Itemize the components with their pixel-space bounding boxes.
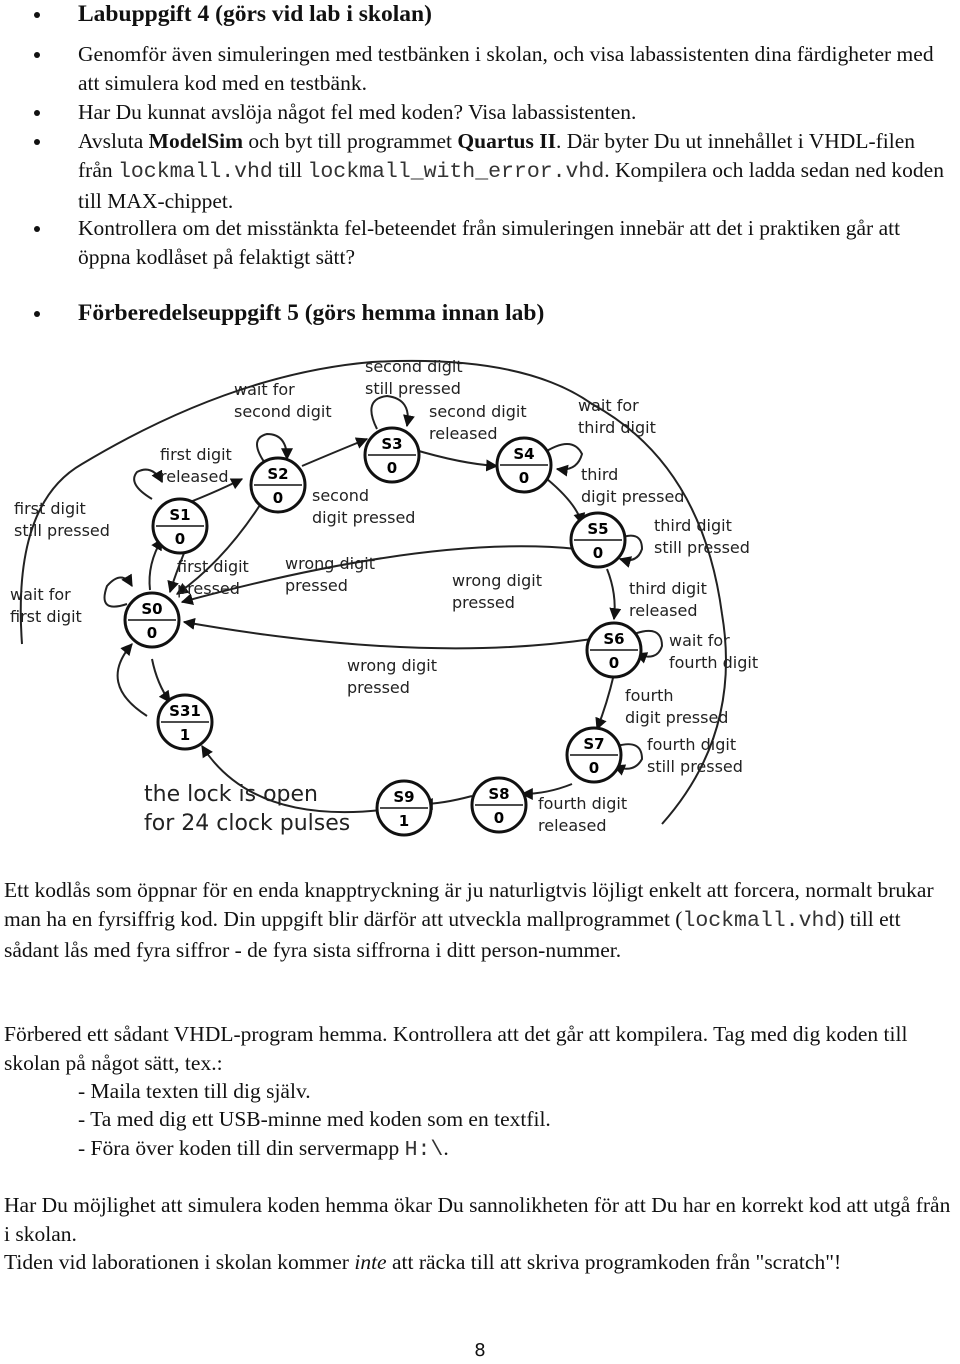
bullet-item-check: Kontrollera om det misstänkta fel-beteen… (34, 214, 950, 272)
bullet-icon (34, 110, 40, 116)
text-run: - Föra över koden till din servermapp (78, 1136, 405, 1160)
state-name: S8 (488, 785, 509, 803)
prep5-heading: Förberedelseuppgift 5 (görs hemma innan … (78, 300, 545, 326)
bullet-item-error: Har Du kunnat avslöja något fel med kode… (34, 98, 950, 127)
state-output: 0 (494, 809, 504, 827)
state-node-s2: S20 (249, 456, 307, 514)
filename-code: lockmall.vhd (118, 160, 273, 184)
text-run: Ett kodlås som öppnar för en enda knappt… (4, 878, 934, 931)
bullet-item-prep5: Förberedelseuppgift 5 (görs hemma innan … (34, 299, 950, 328)
state-name: S9 (393, 788, 414, 806)
state-output: 0 (273, 489, 283, 507)
state-output: 0 (519, 469, 529, 487)
bullet-item-lab4: Labuppgift 4 (görs vid lab i skolan) (34, 0, 950, 29)
state-output: 0 (147, 624, 157, 642)
paragraph-simulate-home: Har Du möjlighet att simulera koden hemm… (4, 1193, 951, 1246)
paragraph-intro: Ett kodlås som öppnar för en enda knappt… (4, 876, 956, 965)
bullet-item-quartus: Avsluta ModelSim och byt till programmet… (34, 127, 950, 216)
emphasis: inte (354, 1250, 387, 1274)
state-name: S6 (603, 630, 624, 648)
bullet-item-simulate: Genomför även simuleringen med testbänke… (34, 40, 950, 98)
bullet-icon (34, 311, 40, 317)
quartus-name: Quartus II (457, 129, 556, 153)
state-node-s8: S80 (470, 776, 528, 834)
path-code: H:\ (404, 1138, 444, 1162)
state-output: 1 (399, 812, 409, 830)
state-name: S1 (169, 506, 190, 524)
text-run: Tiden vid laborationen i skolan kommer (4, 1250, 355, 1274)
state-node-s6: S60 (585, 621, 643, 679)
text-run: Avsluta (78, 129, 149, 153)
state-output: 0 (175, 530, 185, 548)
bullet-icon (34, 52, 40, 58)
bullet-text: Har Du kunnat avslöja något fel med kode… (78, 100, 637, 124)
text-run: ) till ett sådant lås med fyra siffror -… (4, 907, 901, 962)
state-name: S2 (267, 465, 288, 483)
bullet-icon (34, 226, 40, 232)
state-output: 0 (387, 459, 397, 477)
text-run: till (272, 158, 308, 182)
text-run: . Där byter Du ut innehållet i VHDL-file… (78, 129, 916, 182)
paragraph-time: Tiden vid laborationen i skolan kommer i… (4, 1248, 956, 1277)
state-node-s9: S91 (375, 779, 433, 837)
list-item: - Föra över koden till din servermapp H:… (78, 1134, 449, 1165)
bullet-icon (34, 12, 40, 18)
bullet-icon (34, 139, 40, 145)
list-item: - Ta med dig ett USB-minne med koden som… (78, 1107, 551, 1131)
state-name: S7 (583, 735, 604, 753)
state-node-s7: S70 (565, 726, 623, 784)
state-node-s0: S00 (123, 591, 181, 649)
text-run: . Kompilera och ladda sedan ned koden ti… (78, 158, 944, 213)
state-name: S5 (587, 520, 608, 538)
state-output: 0 (609, 654, 619, 672)
state-output: 1 (180, 726, 190, 744)
bullet-text: Genomför även simuleringen med testbänke… (78, 42, 934, 95)
filename-code: lockmall.vhd (682, 909, 838, 933)
filename-code: lockmall_with_error.vhd (307, 160, 605, 184)
state-node-s4: S40 (495, 436, 553, 494)
state-node-s1: S10 (151, 497, 209, 555)
state-output: 0 (589, 759, 599, 777)
list-item: - Maila texten till dig själv. (78, 1079, 311, 1103)
state-output: 0 (593, 544, 603, 562)
text-run: att räcka till att skriva programkoden f… (386, 1250, 842, 1274)
text-run: och byt till programmet (243, 129, 458, 153)
state-name: S4 (513, 445, 534, 463)
bullet-text: Kontrollera om det misstänkta fel-beteen… (78, 216, 901, 269)
page-number: 8 (474, 1340, 486, 1361)
state-name: S3 (381, 435, 402, 453)
state-node-s3: S30 (363, 426, 421, 484)
state-node-s5: S50 (569, 511, 627, 569)
lab4-heading: Labuppgift 4 (görs vid lab i skolan) (78, 1, 432, 27)
modelsim-name: ModelSim (148, 129, 244, 153)
paragraph-prepare: Förbered ett sådant VHDL-program hemma. … (4, 1022, 908, 1075)
state-name: S31 (169, 702, 201, 720)
text-run: . (443, 1136, 449, 1160)
transition-edges (19, 359, 727, 825)
state-name: S0 (141, 600, 162, 618)
